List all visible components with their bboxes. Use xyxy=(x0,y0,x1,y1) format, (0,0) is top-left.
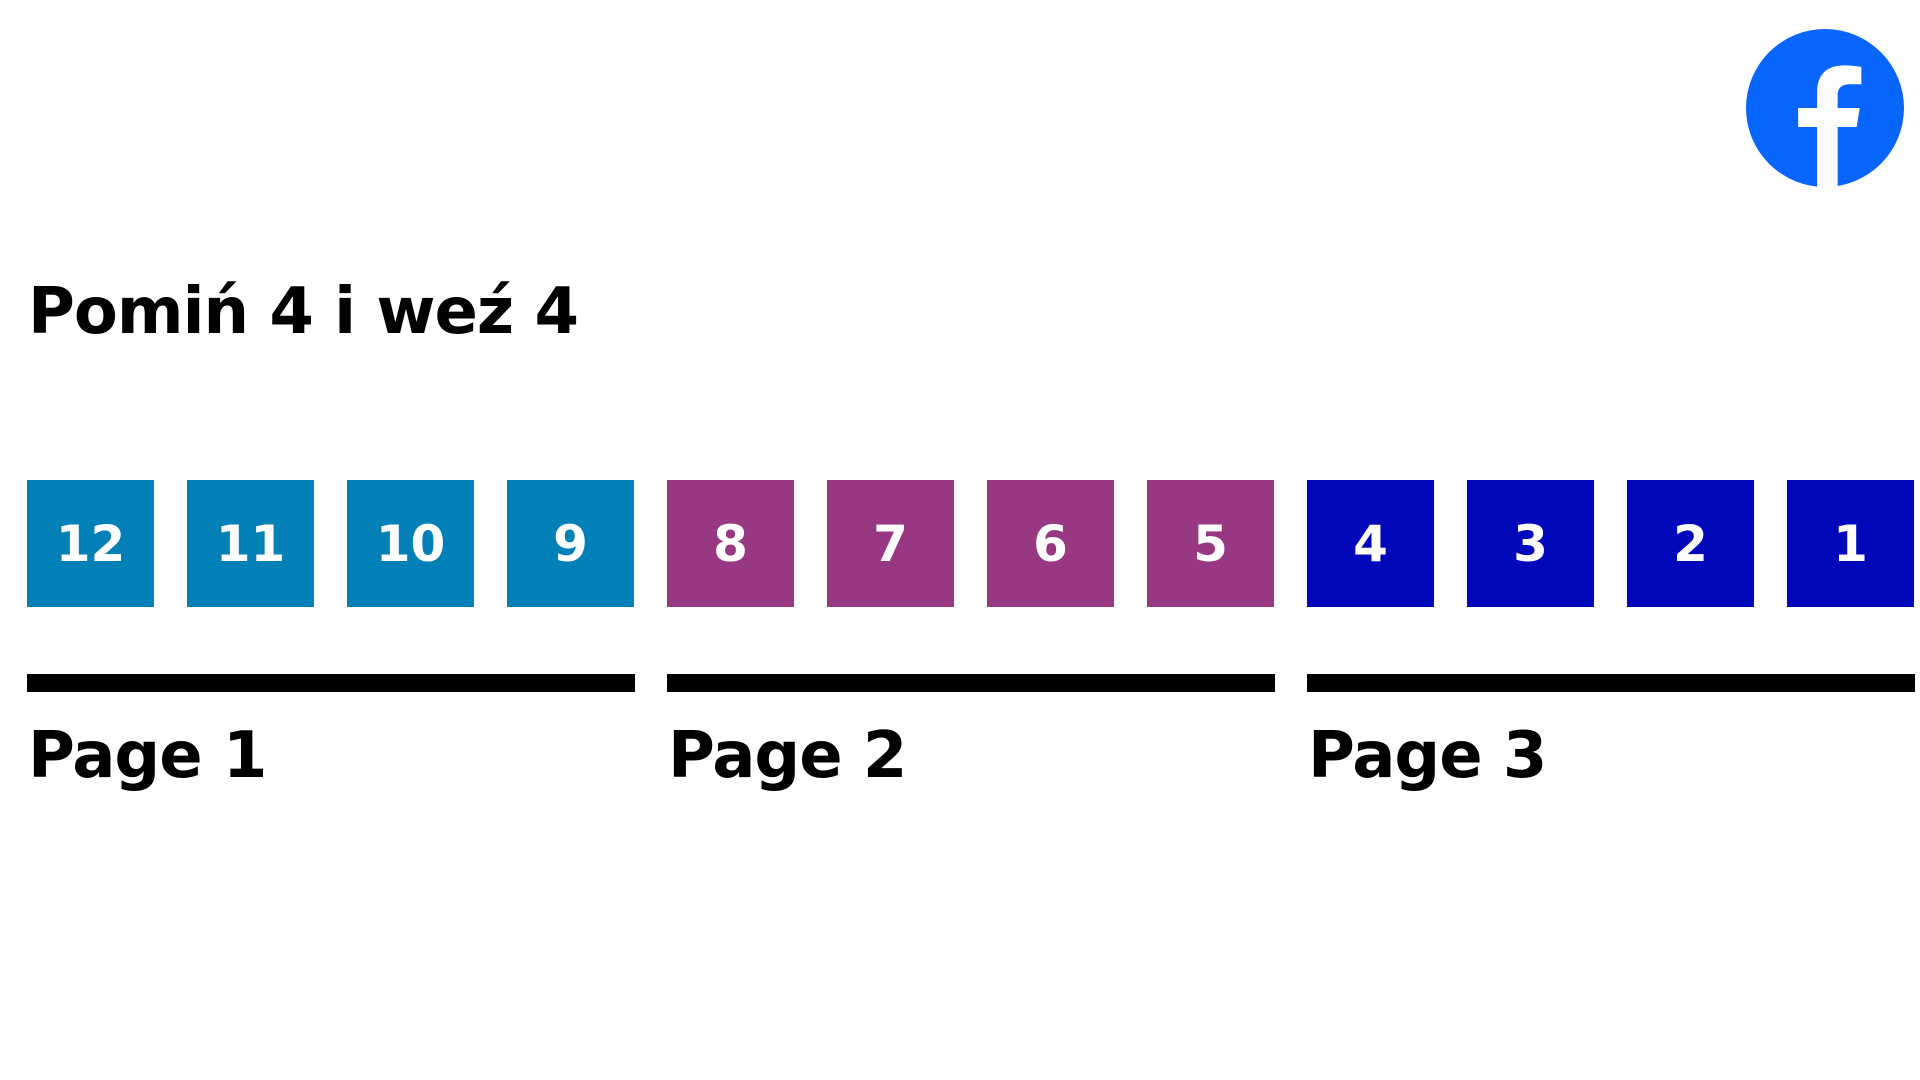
item-box: 1 xyxy=(1787,480,1914,607)
item-box: 12 xyxy=(27,480,154,607)
item-box: 5 xyxy=(1147,480,1274,607)
item-box: 9 xyxy=(507,480,634,607)
page-1-bar xyxy=(27,674,635,692)
item-box: 2 xyxy=(1627,480,1754,607)
page-3-label: Page 3 xyxy=(1308,719,1547,793)
item-box: 8 xyxy=(667,480,794,607)
page-2-label: Page 2 xyxy=(668,719,907,793)
page-1-label: Page 1 xyxy=(28,719,267,793)
item-box: 7 xyxy=(827,480,954,607)
items-row: 12 11 10 9 8 7 6 5 4 3 2 1 xyxy=(27,480,1914,607)
item-box: 10 xyxy=(347,480,474,607)
item-box: 4 xyxy=(1307,480,1434,607)
facebook-icon xyxy=(1746,29,1904,187)
item-box: 6 xyxy=(987,480,1114,607)
page-2-bar xyxy=(667,674,1275,692)
page-3-bar xyxy=(1307,674,1915,692)
page-title: Pomiń 4 i weź 4 xyxy=(28,275,579,349)
item-box: 3 xyxy=(1467,480,1594,607)
item-box: 11 xyxy=(187,480,314,607)
